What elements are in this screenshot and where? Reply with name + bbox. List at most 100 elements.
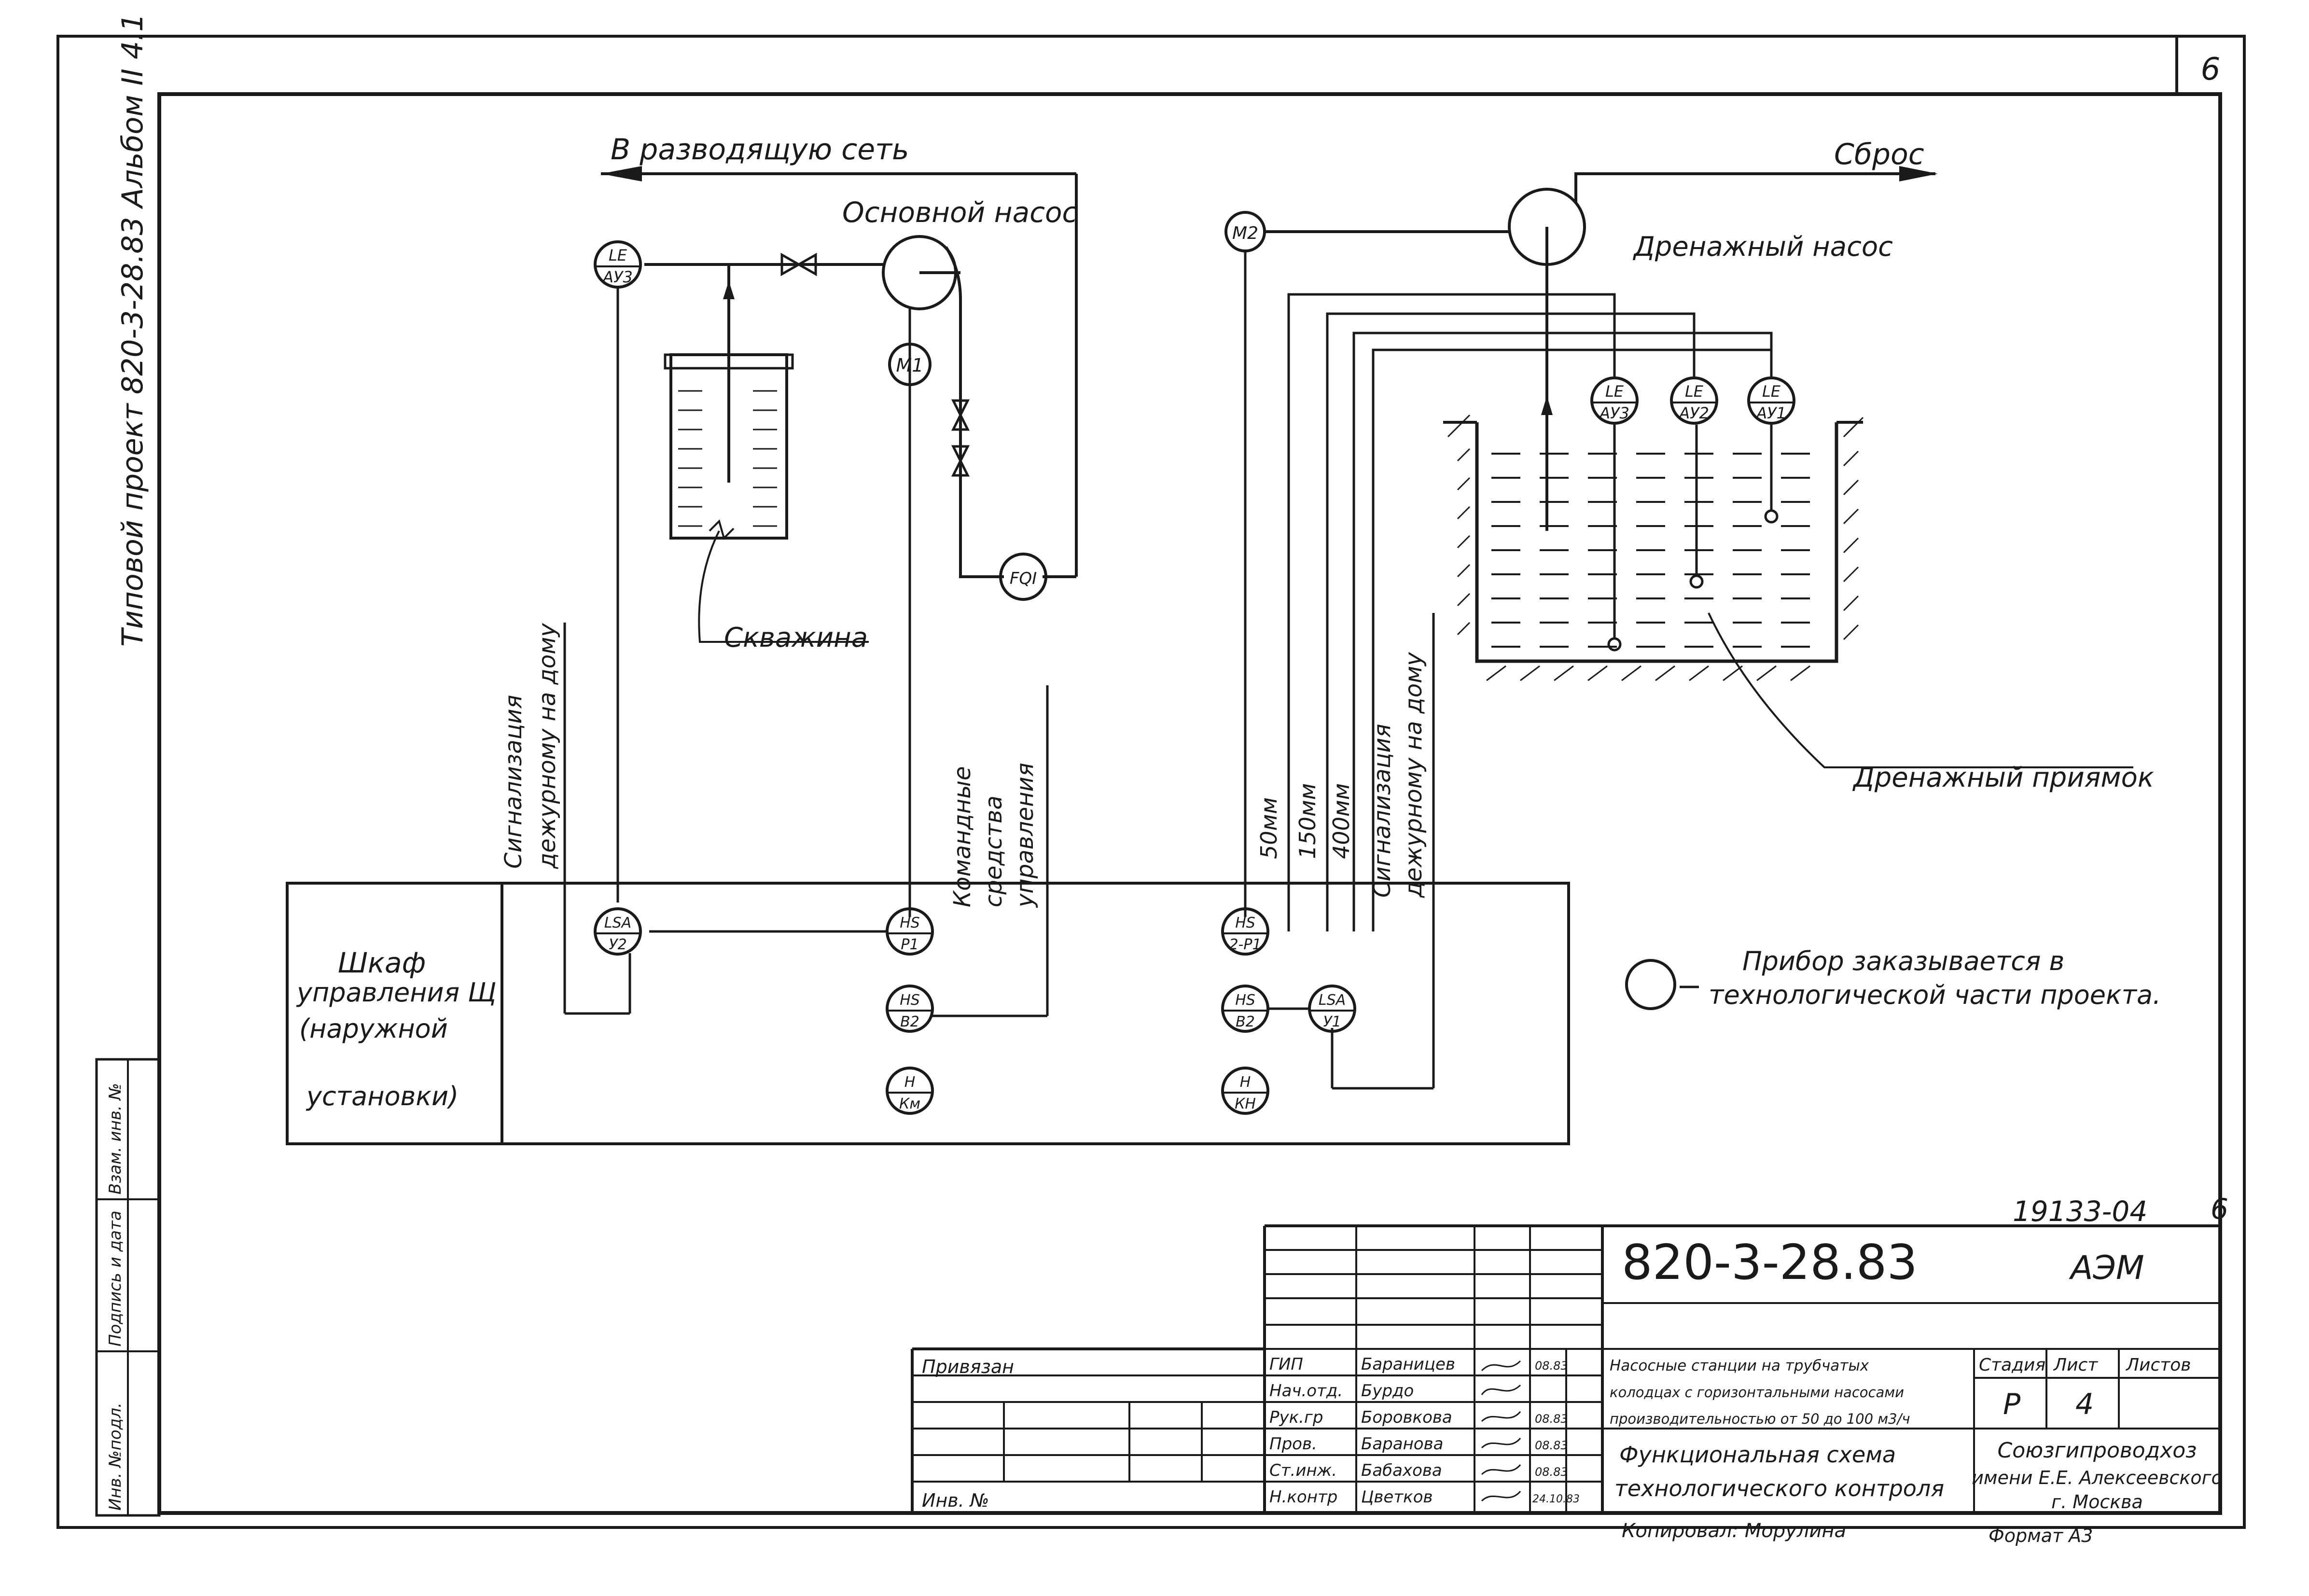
svg-text:LE: LE: [609, 246, 627, 264]
svg-text:HS: HS: [900, 992, 920, 1009]
cabinet-line2: управления Щ: [296, 977, 496, 1008]
staff-role-5: Ст.инж.: [1269, 1461, 1337, 1480]
signature-5: [1481, 1464, 1521, 1475]
discharge-label: Сброс: [1834, 138, 1924, 171]
copied-by: Копировал: Морулина: [1622, 1520, 1846, 1542]
inv-label: Инв. №: [922, 1490, 989, 1511]
drain-pump-label: Дренажный насос: [1632, 231, 1893, 263]
svg-text:LSA: LSA: [1319, 992, 1346, 1009]
svg-text:HS: HS: [1235, 992, 1255, 1009]
instrument-le-ay3-left: LE АУ3: [594, 240, 642, 289]
svg-text:FQI: FQI: [1010, 569, 1037, 588]
staff-name-4: Баранова: [1361, 1434, 1443, 1454]
command-line2: средства: [980, 795, 1007, 907]
instrument-le-ay3-pit: LE АУ3: [1590, 376, 1639, 425]
instrument-hs-p1: HS Р1: [886, 907, 934, 956]
svg-text:АУ3: АУ3: [1599, 404, 1629, 422]
svg-text:АУ2: АУ2: [1678, 404, 1709, 422]
signature-3: [1481, 1411, 1521, 1422]
org-line3: г. Москва: [2051, 1491, 2143, 1513]
drain-pump-process: Сброс Дренажный насос: [1244, 138, 2154, 1090]
staff-date-1: 08.83: [1535, 1359, 1568, 1373]
project-title-line3: производительностью от 50 до 100 м3/ч: [1610, 1411, 1910, 1427]
legend-circle-symbol: [1625, 959, 1676, 1010]
gate-valve-2: [796, 252, 817, 277]
signal-right-line2: дежурному на дому: [1400, 652, 1427, 898]
drawing-title-line2: технологического контроля: [1614, 1475, 1944, 1501]
staff-role-1: ГИП: [1269, 1355, 1303, 1374]
stamp-vzam-inv: Взам. инв. №: [106, 1083, 125, 1194]
svg-text:H: H: [904, 1074, 916, 1091]
command-line3: управления: [1012, 763, 1039, 908]
level-400-label: 400мм: [1328, 783, 1354, 859]
signature-2: [1481, 1384, 1521, 1395]
main-pump-label: Основной насос: [842, 196, 1078, 229]
svg-text:M2: M2: [1232, 223, 1258, 243]
copy-sheet: 6: [2211, 1193, 2228, 1225]
drain-pit: Дренажный приямок: [1443, 414, 2154, 793]
instrument-hs-2p1: HS 2-Р1: [1221, 907, 1269, 956]
cabinet-line1: Шкаф: [338, 946, 426, 979]
staff-name-3: Боровкова: [1361, 1408, 1452, 1427]
drain-pit-label: Дренажный приямок: [1852, 762, 2154, 793]
to-network-label: В разводящую сеть: [611, 133, 909, 167]
level-150-label: 150мм: [1294, 783, 1321, 859]
org-line1: Союзгипроводхоз: [1997, 1438, 2197, 1463]
sheets-header: Листов: [2125, 1355, 2191, 1375]
staff-role-6: Н.контр: [1269, 1487, 1337, 1507]
staff-role-2: Нач.отд.: [1269, 1381, 1343, 1401]
svg-text:LSA: LSA: [604, 915, 631, 931]
instrument-m2: M2: [1224, 211, 1266, 252]
stage-value: Р: [2003, 1388, 2021, 1421]
privyazan-label: Привязан: [922, 1356, 1014, 1377]
svg-text:Р1: Р1: [901, 936, 918, 953]
staff-name-5: Бабахова: [1361, 1461, 1442, 1480]
instrument-m1: M1: [888, 343, 932, 386]
svg-text:АУ1: АУ1: [1755, 404, 1786, 422]
instrument-h-kn: H КН: [1221, 1067, 1269, 1115]
sheet-value: 4: [2075, 1388, 2094, 1421]
stage-header: Стадия: [1979, 1355, 2045, 1375]
margin-stamp: Инв. №подл. Подпись и дата Взам. инв. №: [95, 1058, 161, 1517]
flow-arrow-right: [1899, 166, 1938, 181]
org-line2: имени Е.Е. Алексеевского: [1972, 1467, 2223, 1488]
staff-name-1: Бараницев: [1361, 1355, 1455, 1374]
staff-name-2: Бурдо: [1361, 1381, 1414, 1401]
svg-text:В2: В2: [1236, 1013, 1255, 1030]
outlet-valve-2b: [951, 458, 970, 477]
gate-valve-1: [780, 252, 802, 277]
legend-line2: технологической части проекта.: [1709, 980, 2161, 1010]
svg-text:КН: КН: [1235, 1096, 1256, 1112]
legend-line1: Прибор заказывается в: [1742, 946, 2064, 976]
outlet-valve-2a: [951, 445, 970, 464]
instrument-lsa-y2: LSA У2: [594, 907, 642, 956]
instrument-fqi: FQI: [999, 553, 1047, 601]
signal-left-line2: дежурному на дому: [534, 623, 561, 869]
signal-left-line1: Сигнализация: [500, 695, 527, 869]
command-line1: Командные: [949, 766, 976, 907]
outlet-valve-1b: [951, 412, 970, 431]
svg-text:LE: LE: [1685, 382, 1704, 401]
outlet-valve-1a: [951, 399, 970, 418]
copy-number: 19133-04: [2013, 1195, 2147, 1228]
signature-4: [1481, 1438, 1521, 1449]
signature-1: [1481, 1360, 1521, 1372]
staff-date-5: 08.83: [1535, 1465, 1568, 1479]
svg-text:Км: Км: [899, 1096, 920, 1112]
stamp-inv-podl: Инв. №подл.: [106, 1402, 125, 1511]
page-number: 6: [2201, 52, 2221, 87]
instrument-hs-b2-left: HS В2: [886, 985, 934, 1033]
legend: Прибор заказывается в технологической ча…: [1625, 946, 2161, 1010]
staff-date-3: 08.83: [1535, 1412, 1568, 1426]
svg-text:LE: LE: [1762, 382, 1781, 401]
signal-right-line1: Сигнализация: [1369, 724, 1396, 898]
well-label: Скважина: [724, 622, 868, 653]
staff-role-4: Пров.: [1269, 1434, 1317, 1454]
level-50-label: 50мм: [1256, 797, 1282, 859]
svg-text:H: H: [1240, 1074, 1251, 1091]
svg-text:2-Р1: 2-Р1: [1229, 936, 1261, 953]
svg-text:M1: M1: [896, 355, 924, 376]
cabinet-line4: установки): [306, 1081, 459, 1111]
title-block: 820-3-28.83 АЭМ Привязан Инв. № ГИП Бара…: [911, 1224, 2223, 1513]
